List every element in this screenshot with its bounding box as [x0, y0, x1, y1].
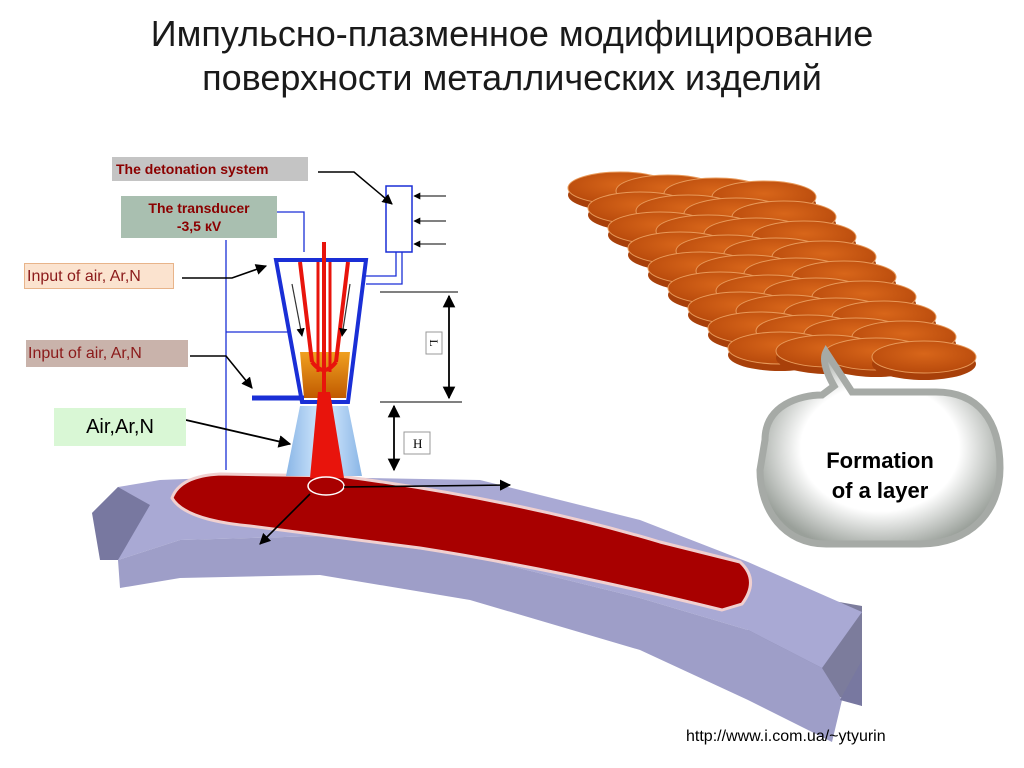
label-transducer-line2: -3,5 кV: [176, 218, 222, 234]
label-transducer: The transducer -3,5 кV: [121, 196, 277, 238]
source-url: http://www.i.com.ua/~ytyurin: [686, 728, 886, 745]
dim-L-label: L: [427, 339, 441, 346]
label-air-ar-n: Air,Ar,N: [54, 408, 186, 446]
transducer-wire: [276, 211, 305, 252]
label-input-air-bottom: Input of air, Ar,N: [26, 340, 188, 367]
title-line-1: Импульсно-плазменное модифицирование: [150, 13, 874, 54]
dimensions: L H: [380, 291, 462, 472]
beam-notch: [840, 660, 862, 706]
detonation-chamber: [364, 185, 446, 285]
page-title: Импульсно-плазменное модифицирование пов…: [0, 12, 1024, 100]
dim-H-label: H: [413, 436, 422, 451]
splat-layer: [567, 171, 977, 380]
splat-disc: [871, 340, 977, 380]
label-detonation-system: The detonation system: [112, 157, 308, 181]
plasma-jet: [310, 392, 344, 478]
pointer-arrows: [182, 171, 512, 545]
label-transducer-line1: The transducer: [148, 200, 250, 216]
plasma-torch: [252, 242, 369, 496]
beam-front-face: [118, 536, 842, 742]
title-line-2: поверхности металлических изделий: [202, 57, 822, 98]
beam-left-end: [92, 487, 150, 560]
coating-layer: [170, 472, 752, 612]
formation-text-1: Formation: [826, 448, 934, 473]
formation-text-2: of a layer: [832, 478, 929, 503]
formation-callout: Formation of a layer: [756, 344, 1004, 548]
impact-spot: [307, 476, 345, 496]
label-input-air-top: Input of air, Ar,N: [24, 263, 174, 289]
